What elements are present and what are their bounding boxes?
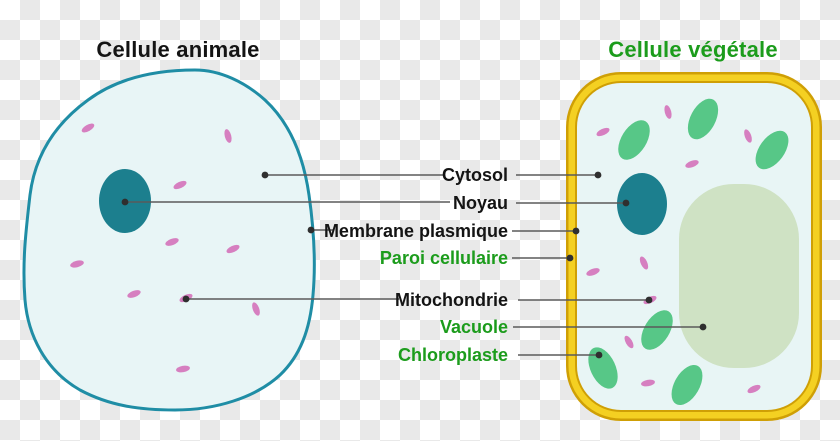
label-vacuole: Vacuole [439, 317, 508, 337]
animal-cell [22, 68, 316, 412]
plant-mitochondria [586, 105, 761, 394]
label-cytosol: Cytosol [441, 165, 508, 185]
mitochondrion-shape [252, 302, 260, 316]
chloroplast-shape [755, 130, 789, 170]
connector-dots [121, 171, 707, 359]
cytosol-plant-dot [594, 171, 602, 179]
chloroplaste-plant-dot [595, 351, 603, 359]
chloroplast-shape [588, 347, 618, 389]
label-chloroplaste: Chloroplaste [397, 345, 508, 365]
chloroplast-shape [687, 98, 719, 140]
mitochondrion-shape [127, 290, 141, 298]
paroi-plant-dot [566, 254, 574, 262]
label-noyau: Noyau [452, 193, 508, 213]
membrane-plant-dot [572, 227, 580, 235]
noyau-animal-dot [121, 198, 129, 206]
chloroplast-shape [618, 120, 650, 160]
vacuole-plant-dot [699, 323, 707, 331]
mitochondrion-shape [596, 127, 610, 137]
plant-cell-title: Cellule végétale [608, 37, 778, 62]
label-mitochondrie: Mitochondrie [395, 290, 508, 310]
cytosol-animal-dot [261, 171, 269, 179]
mitochondrion-shape [641, 379, 655, 387]
mitochondrion-shape [747, 384, 761, 394]
membrane-animal-dot [307, 226, 315, 234]
mitochondrion-shape [165, 238, 179, 246]
mitochondrion-shape [639, 256, 649, 270]
mitochondrion-shape [586, 268, 600, 276]
chloroplast-shape [671, 364, 703, 406]
noyau-plant-dot [622, 199, 630, 207]
plant-nucleus-shape [617, 173, 667, 235]
mitochondrie-plant-dot [645, 296, 653, 304]
mitochondrion-shape [81, 123, 95, 133]
label-membrane-plasmique: Membrane plasmique [323, 221, 508, 241]
label-paroi-cellulaire: Paroi cellulaire [379, 248, 508, 268]
mitochondrion-shape [224, 129, 232, 143]
mitochondrion-shape [664, 105, 672, 119]
mitochondrion-shape [685, 160, 699, 168]
mitochondrie-animal-dot [182, 295, 190, 303]
mitochondrion-shape [744, 129, 752, 143]
animal-mitochondria [70, 123, 260, 373]
plant-cell [566, 72, 822, 421]
mitochondrion-shape [70, 260, 84, 268]
animal-cell-title: Cellule animale [96, 37, 260, 62]
chloroplast-shape [641, 310, 673, 350]
mitochondrion-shape [173, 180, 187, 190]
vacuole-shape [679, 184, 799, 368]
mitochondrion-shape [624, 335, 634, 349]
connector-lines [125, 174, 703, 356]
mitochondrion-shape [226, 244, 240, 254]
chloroplasts [588, 98, 789, 406]
mitochondrion-shape [176, 365, 190, 373]
